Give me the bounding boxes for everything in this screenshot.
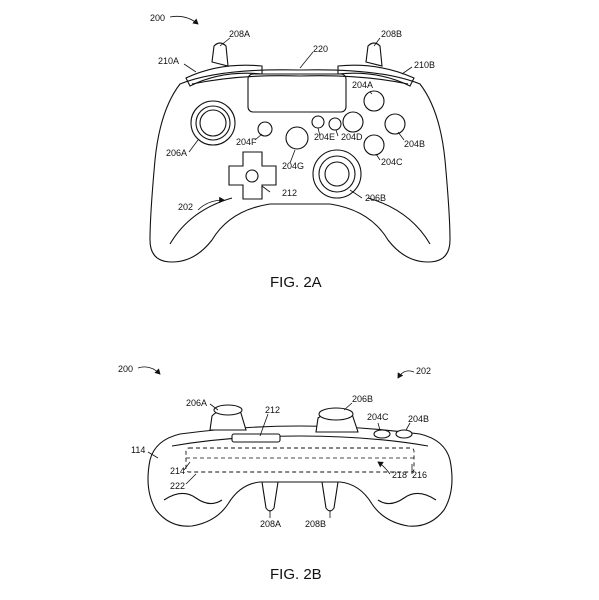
- label-114: 114: [131, 445, 145, 455]
- label-204c-b: 204C: [367, 412, 389, 422]
- label-222: 222: [170, 481, 185, 491]
- controller-body-2b: [147, 425, 453, 527]
- label-208b: 208B: [381, 29, 402, 39]
- label-202: 202: [178, 202, 193, 212]
- label-210a: 210A: [158, 56, 179, 66]
- label-204f: 204F: [236, 137, 257, 147]
- caption-fig-2b: FIG. 2B: [270, 566, 322, 583]
- label-202-b: 202: [416, 366, 431, 376]
- dpad-212: [228, 151, 277, 200]
- label-208b-b: 208B: [305, 519, 326, 529]
- label-204g: 204G: [282, 161, 304, 171]
- label-204b-b: 204B: [408, 414, 429, 424]
- label-206b: 206B: [365, 193, 386, 203]
- label-210b: 210B: [414, 60, 435, 70]
- label-204d: 204D: [341, 132, 363, 142]
- label-204b: 204B: [404, 139, 425, 149]
- label-212: 212: [282, 188, 297, 198]
- label-206a: 206A: [166, 148, 187, 158]
- label-214: 214: [170, 466, 185, 476]
- fig-2a-controller: 200 208A 208B 210A 210B 220 204A 204F 20…: [149, 13, 451, 291]
- caption-fig-2a: FIG. 2A: [270, 274, 322, 291]
- label-206a-b: 206A: [186, 398, 207, 408]
- display-220: [247, 73, 347, 113]
- controller-body-2a: [149, 69, 451, 263]
- trigger-208b-front: [321, 481, 339, 512]
- label-208a: 208A: [229, 29, 250, 39]
- label-216: 216: [412, 470, 427, 480]
- label-220: 220: [313, 44, 328, 54]
- label-204c: 204C: [381, 157, 403, 167]
- label-204a: 204A: [352, 80, 373, 90]
- label-200-b: 200: [118, 364, 133, 374]
- label-206b-b: 206B: [352, 394, 373, 404]
- fig-2b-controller: 200 202 206A 212 206B 204C 204B 114 214 …: [118, 364, 453, 583]
- trigger-208a-front: [261, 481, 279, 512]
- label-208a-b: 208A: [260, 519, 281, 529]
- label-204e: 204E: [314, 132, 335, 142]
- trigger-208a: [211, 42, 229, 67]
- label-218: 218: [392, 470, 407, 480]
- label-212-b: 212: [265, 405, 280, 415]
- label-200: 200: [150, 13, 165, 23]
- trigger-208b: [365, 42, 383, 67]
